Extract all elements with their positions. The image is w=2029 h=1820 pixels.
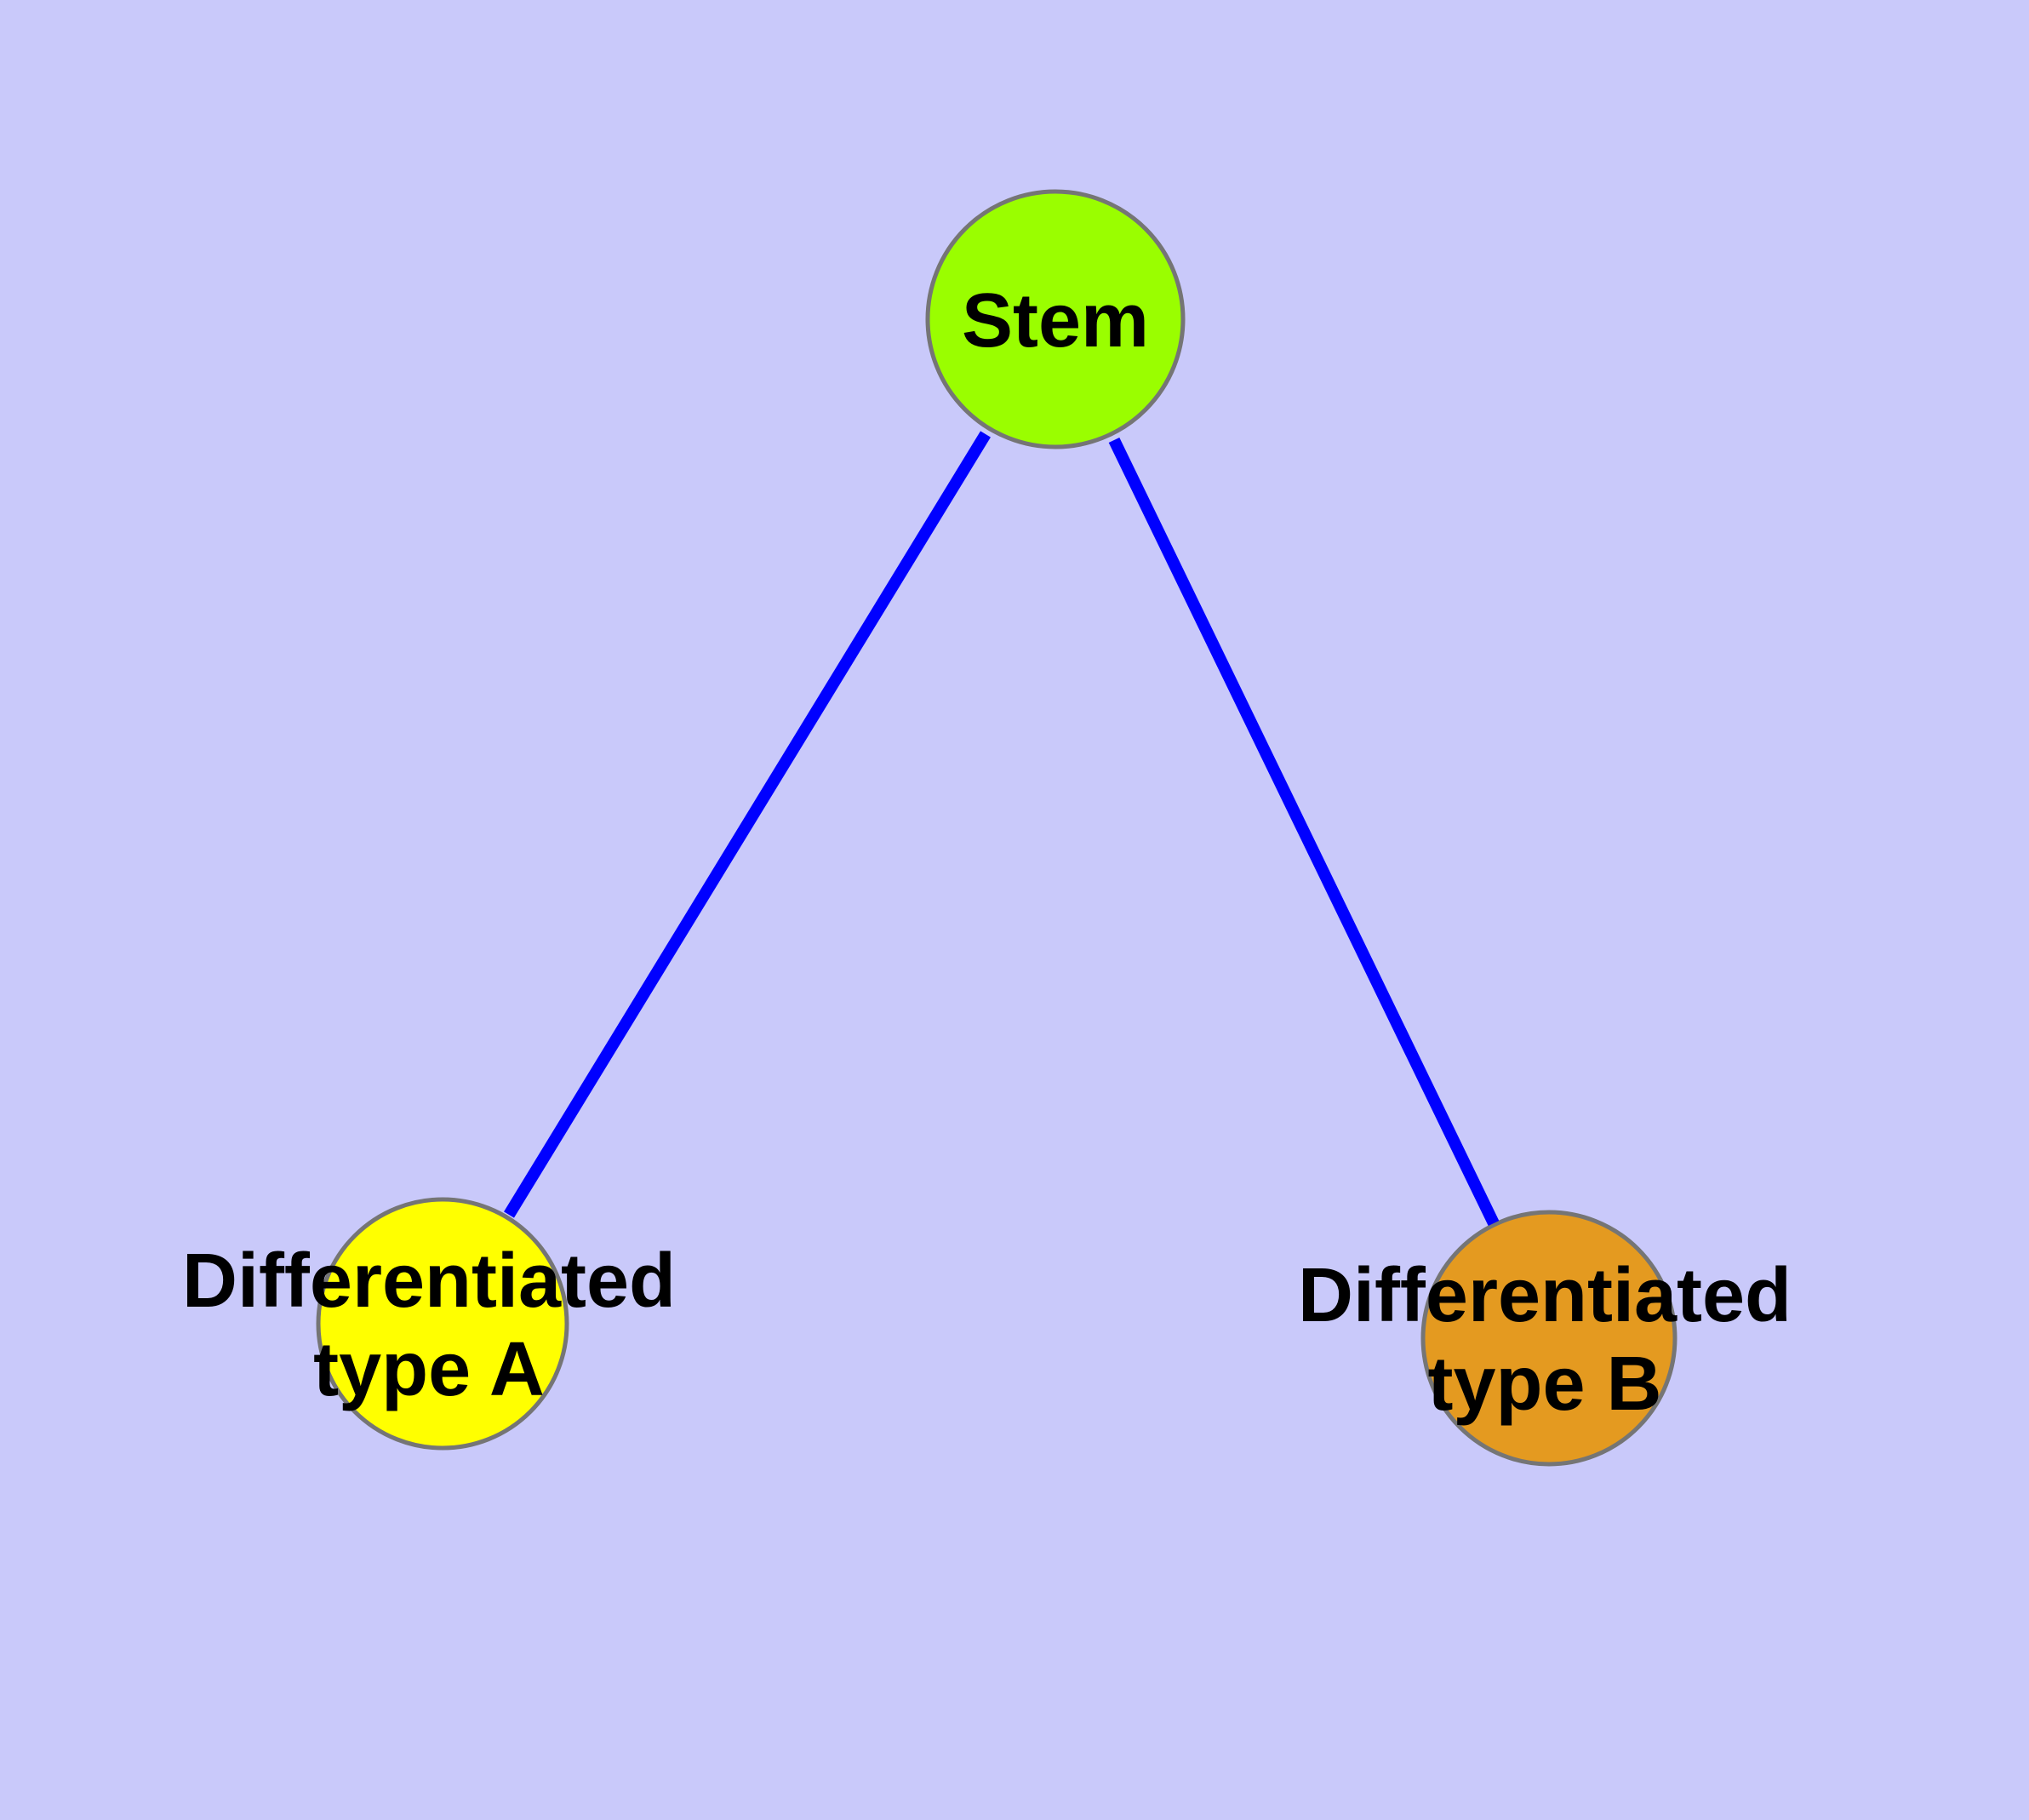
type-b-label-line2: type B <box>1427 1342 1661 1427</box>
type-a-node <box>316 1197 569 1451</box>
type-b-node <box>1420 1210 1677 1467</box>
stem-node <box>925 189 1186 449</box>
edge-stem-to-type-b <box>1108 437 1500 1227</box>
type-a-label-line1: Differentiated <box>182 1239 676 1324</box>
edge-stem-to-type-a <box>504 431 991 1218</box>
type-a-label-line2: type A <box>313 1327 545 1412</box>
type-b-label-line1: Differentiated <box>1298 1253 1792 1338</box>
stem-node-label: Stem <box>962 278 1149 363</box>
